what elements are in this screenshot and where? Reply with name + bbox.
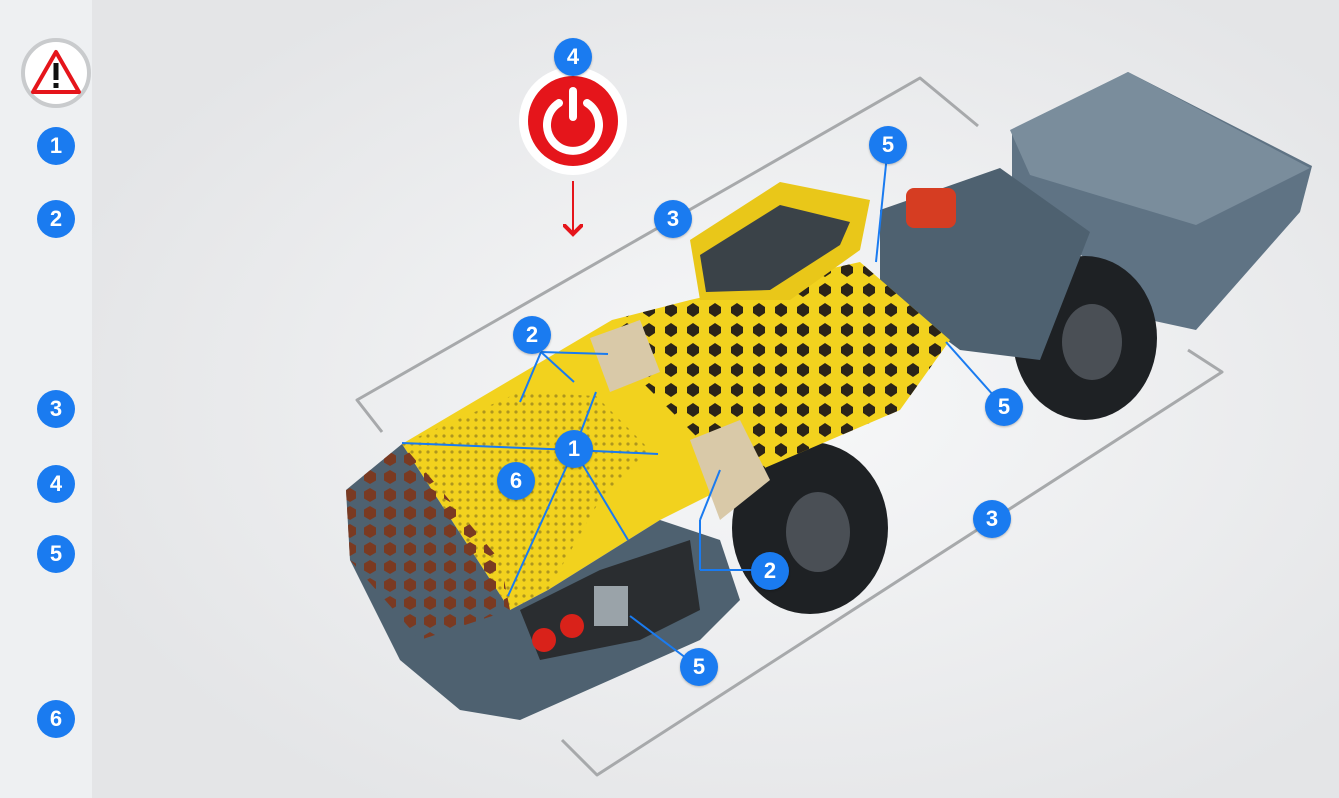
- sidebar-item-4[interactable]: 4: [37, 465, 75, 503]
- sidebar-item-3[interactable]: 3: [37, 390, 75, 428]
- warning-triangle-icon[interactable]: [18, 38, 94, 108]
- callout-lines: [401, 144, 1003, 668]
- loader-machine: [346, 72, 1312, 720]
- sidebar-item-1[interactable]: 1: [37, 127, 75, 165]
- marker-2-upper[interactable]: 2: [513, 316, 551, 354]
- sidebar-item-6[interactable]: 6: [37, 700, 75, 738]
- marker-5-bottom[interactable]: 5: [680, 648, 718, 686]
- marker-6[interactable]: 6: [497, 462, 535, 500]
- sidebar-item-5[interactable]: 5: [37, 535, 75, 573]
- marker-2-lower[interactable]: 2: [751, 552, 789, 590]
- marker-3-right[interactable]: 3: [973, 500, 1011, 538]
- marker-5-right[interactable]: 5: [985, 388, 1023, 426]
- marker-3-top[interactable]: 3: [654, 200, 692, 238]
- marker-1[interactable]: 1: [555, 430, 593, 468]
- marker-5-top[interactable]: 5: [869, 126, 907, 164]
- power-icon: [519, 67, 627, 175]
- sidebar-item-2[interactable]: 2: [37, 200, 75, 238]
- dimension-brackets: [355, 76, 1224, 777]
- power-button[interactable]: [517, 65, 629, 177]
- power-marker[interactable]: 4: [554, 38, 592, 76]
